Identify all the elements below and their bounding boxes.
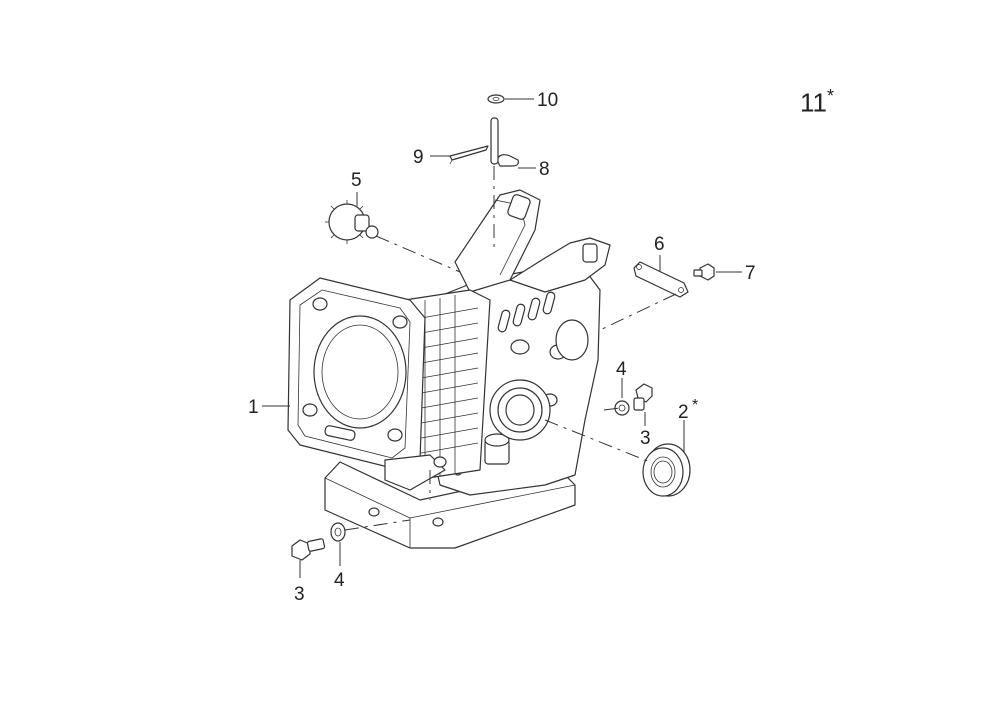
callout-9: 9 <box>413 147 424 168</box>
assembly-number-label: 11* <box>800 86 834 119</box>
callout-4-left: 4 <box>334 570 345 591</box>
lever-bolt <box>693 263 715 281</box>
governor-shaft <box>487 94 505 165</box>
leader-lines <box>262 98 742 578</box>
assembly-asterisk: * <box>827 86 835 106</box>
right-bolt-washer <box>614 383 653 416</box>
callout-3-right: 3 <box>640 428 651 449</box>
shaft-bracket <box>496 154 519 167</box>
callout-4-right: 4 <box>616 359 627 380</box>
governor-gear <box>325 200 379 244</box>
assembly-centerlines <box>344 166 677 531</box>
clip-pin <box>449 145 489 165</box>
callout-labels: 10 9 8 5 6 7 1 4 3 2 * 3 4 <box>248 90 756 605</box>
callout-6: 6 <box>654 234 665 255</box>
callout-8: 8 <box>539 159 550 180</box>
callout-10: 10 <box>537 90 558 111</box>
left-bolt-washer <box>291 522 346 561</box>
oil-seal <box>642 443 691 497</box>
cylinder-block <box>287 277 491 491</box>
assembly-number: 11 <box>800 87 827 118</box>
governor-lever <box>633 261 689 298</box>
callout-3-left: 3 <box>294 584 305 605</box>
callout-5: 5 <box>351 170 362 191</box>
callout-2: 2 <box>678 402 689 423</box>
callout-2-asterisk: * <box>692 397 698 414</box>
callout-1: 1 <box>248 397 259 418</box>
callout-7: 7 <box>745 263 756 284</box>
